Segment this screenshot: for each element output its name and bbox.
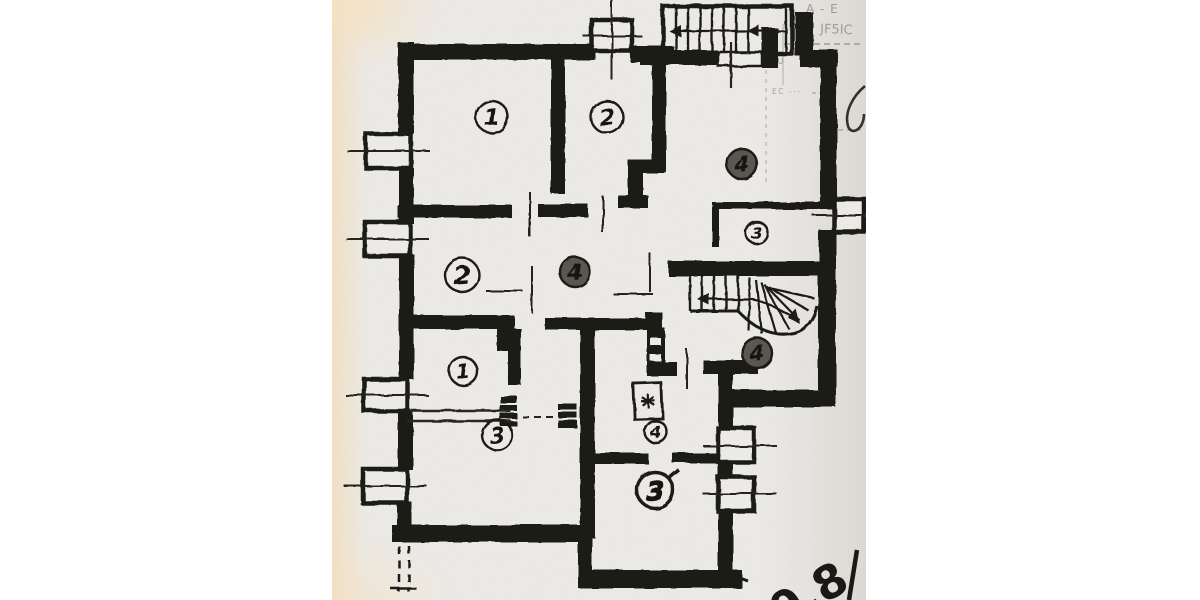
- paper-grain: [332, 0, 866, 600]
- room-badge-mid-left: 2: [443, 256, 481, 294]
- faint-text-fragment: JF5IC: [819, 22, 853, 38]
- faint-text-fragment: EC ---: [772, 87, 801, 96]
- handwriting-stroke: [846, 549, 860, 600]
- room-badge-lower-left: 1: [447, 355, 479, 387]
- room-badge-circle: [480, 418, 514, 452]
- room-number: 4: [566, 260, 584, 286]
- room-badge-top-left: 1: [474, 99, 510, 135]
- room-badge-bottom: 3: [635, 470, 675, 510]
- room-badge-circle: [558, 255, 592, 289]
- room-badge-stair-room: 4: [740, 336, 774, 370]
- stair-arrow-icon: [788, 309, 800, 324]
- room-badge-top-right: 4: [725, 147, 759, 181]
- room-number: 4: [649, 422, 662, 442]
- room-badge-circle: [443, 256, 481, 294]
- room-number: 4: [748, 341, 766, 367]
- room-number: 2: [598, 105, 616, 132]
- room-badge-right-small: 3: [744, 220, 770, 246]
- room-badges: 1 2 4 3 2 4 1 4 3 4 3: [443, 99, 774, 510]
- room-badge-hall: 4: [558, 255, 592, 289]
- room-number: 1: [455, 359, 471, 384]
- ink-drawing: 1 2 4 3 2 4 1 4 3 4 3: [344, 0, 866, 592]
- room-badge-top-center: 2: [589, 99, 625, 135]
- room-number: 2: [452, 260, 471, 290]
- room-badge-circle: [447, 355, 479, 387]
- dashed-projection-lines: [391, 546, 417, 592]
- room-number: 3: [751, 223, 763, 243]
- room-badge-circle: [635, 470, 675, 510]
- room-badge-bath: 4: [643, 419, 669, 445]
- asterisk-icon: [640, 393, 656, 409]
- room-badge-circle: [744, 220, 770, 246]
- room-number: 3: [489, 423, 506, 449]
- room-number: 3: [645, 476, 665, 507]
- stair-arrow-icon: [697, 293, 709, 305]
- handwriting-stroke: [739, 576, 749, 583]
- door-opening-ticks: [486, 192, 688, 389]
- room-badge-circle: [589, 99, 625, 135]
- room-number: 4: [733, 152, 751, 178]
- room-badge-circle: [740, 336, 774, 370]
- faint-text-fragment: - L: [782, 23, 795, 34]
- asterisk-fixture: [631, 381, 665, 421]
- cursive-initial: [845, 85, 866, 133]
- room-badge-circle: [725, 147, 759, 181]
- stair-landing: [716, 50, 764, 68]
- room-badge-circle: [643, 419, 669, 445]
- stair-walk-line: [699, 297, 798, 320]
- faint-text-fragment: A - E: [806, 2, 839, 16]
- stair-arrow-icon: [669, 25, 681, 37]
- top-straight-stair: [660, 3, 795, 88]
- walls: [392, 12, 838, 588]
- window-center-lines: [344, 0, 864, 495]
- room-badge-left-large: 3: [480, 418, 514, 452]
- room-badge-circle: [474, 99, 510, 135]
- room-number: 1: [483, 105, 501, 132]
- quarter-turn-stair: [688, 276, 819, 336]
- stair-arrow-icon: [747, 25, 759, 37]
- chimney-flue-slits: [650, 338, 661, 361]
